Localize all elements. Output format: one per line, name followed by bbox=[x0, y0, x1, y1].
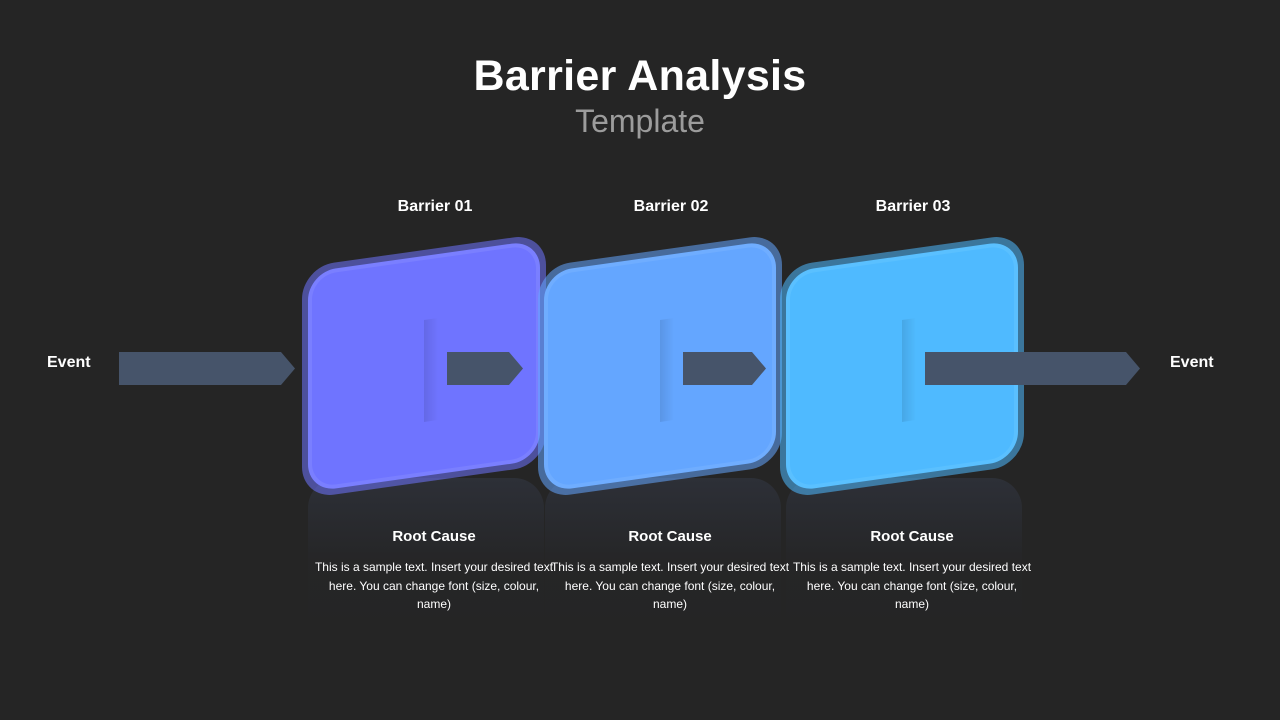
barrier-2-arrow bbox=[683, 352, 766, 385]
barrier-2-root-cause-title: Root Cause bbox=[628, 528, 712, 545]
barrier-3-root-cause-text: This is a sample text. Insert your desir… bbox=[792, 560, 1032, 611]
barrier-1-root-cause-text: This is a sample text. Insert your desir… bbox=[314, 560, 554, 611]
end-event-arrow bbox=[925, 352, 1140, 385]
barrier-3-root-cause-title: Root Cause bbox=[870, 528, 954, 545]
barrier-3-label: Barrier 03 bbox=[875, 198, 951, 215]
barrier-1-root-cause-title: Root Cause bbox=[392, 528, 476, 545]
barrier-1-reflection bbox=[308, 478, 544, 628]
barrier-2-root-cause-text: This is a sample text. Insert your desir… bbox=[550, 560, 790, 611]
page-title: Barrier Analysis bbox=[473, 52, 807, 100]
barrier-1-label: Barrier 01 bbox=[397, 198, 473, 215]
barrier-2-reflection bbox=[545, 478, 781, 628]
page-subtitle: Template bbox=[575, 103, 705, 139]
start-event-label: Event bbox=[47, 354, 91, 371]
barrier-1-arrow bbox=[447, 352, 523, 385]
end-event-label: Event bbox=[1170, 354, 1214, 371]
barrier-2-label: Barrier 02 bbox=[633, 198, 709, 215]
barrier-3-reflection bbox=[786, 478, 1022, 628]
start-event-arrow bbox=[119, 352, 295, 385]
